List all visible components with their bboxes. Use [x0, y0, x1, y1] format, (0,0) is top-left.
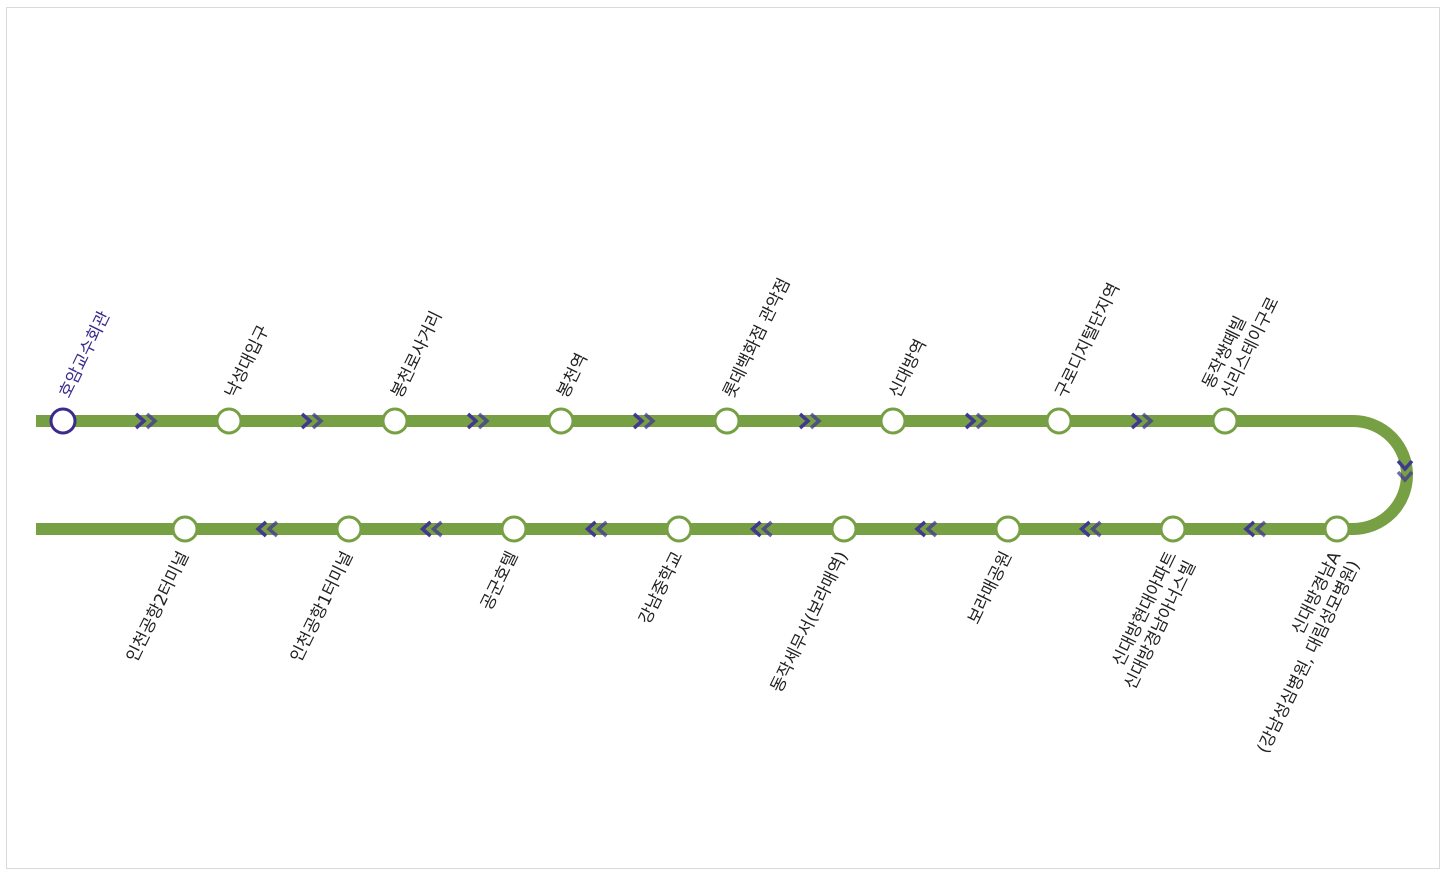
route-line	[36, 415, 1413, 535]
direction-arrow-right-icon	[134, 412, 158, 430]
station-label: 신대방역	[886, 336, 931, 401]
direction-arrow-left-icon	[255, 520, 279, 538]
station-marker[interactable]	[1211, 407, 1239, 435]
station-marker[interactable]	[500, 515, 528, 543]
station-marker[interactable]	[381, 407, 409, 435]
station-marker[interactable]	[1159, 515, 1187, 543]
station-label: 강남중학교	[635, 548, 687, 627]
direction-arrow-left-icon	[749, 520, 773, 538]
station-marker[interactable]	[171, 515, 199, 543]
station-label: 구로디지털단지역	[1052, 280, 1125, 401]
direction-arrow-right-icon	[964, 412, 988, 430]
station-label: 인천공항2터미널	[123, 548, 194, 665]
station-marker[interactable]	[1045, 407, 1073, 435]
station-label: 보라매공원	[964, 548, 1016, 627]
route-track	[36, 415, 1413, 535]
station-marker[interactable]	[547, 407, 575, 435]
direction-arrow-left-icon	[584, 520, 608, 538]
station-label: 동작세무서(보라매역)	[767, 548, 852, 695]
direction-arrow-right-icon	[300, 412, 324, 430]
station-label-line: 봉천역	[554, 350, 593, 401]
direction-arrow-left-icon	[1078, 520, 1102, 538]
direction-arrow-right-icon	[632, 412, 656, 430]
direction-arrow-left-icon	[419, 520, 443, 538]
station-marker[interactable]	[665, 515, 693, 543]
station-label: 공군호텔	[477, 548, 522, 613]
station-label: 롯데백화점 관악점	[720, 275, 795, 401]
direction-arrow-right-icon	[1130, 412, 1154, 430]
direction-arrow-right-icon	[798, 412, 822, 430]
station-labels: 호암교수회관 낙성대입구 봉천로사거리 봉천역 롯데백화점 관악점 신대방역 구로디지털단지…	[56, 275, 1365, 757]
station-marker[interactable]	[830, 515, 858, 543]
station-marker[interactable]	[215, 407, 243, 435]
station-label: 봉천역	[554, 350, 593, 401]
station-label-line: 동작세무서(보라매역)	[767, 548, 852, 695]
station-label: 신대방현대아파트신대방경남아너스빌	[1102, 548, 1201, 692]
station-label: 동작쌍떼빌신리스테이구로	[1199, 285, 1284, 401]
station-label-line: 낙성대입구	[222, 322, 274, 401]
current-station-marker[interactable]	[49, 407, 77, 435]
station-label-line: 호암교수회관	[56, 308, 115, 401]
route-map-frame	[6, 7, 1440, 869]
direction-arrow-left-icon	[1243, 520, 1267, 538]
station-label-line: 인천공항2터미널	[123, 548, 194, 665]
direction-arrow-left-icon	[914, 520, 938, 538]
station-label: 인천공항1터미널	[287, 548, 358, 665]
station-label: 호암교수회관	[56, 308, 115, 401]
station-label-line: 롯데백화점 관악점	[720, 275, 795, 401]
station-label: 신대방경남A(강남성심병원, 대림성모병원)	[1235, 548, 1365, 757]
station-marker[interactable]	[1323, 515, 1351, 543]
station-marker[interactable]	[879, 407, 907, 435]
direction-arrows	[134, 412, 1414, 538]
station-label-line: 구로디지털단지역	[1052, 280, 1125, 401]
station-label: 낙성대입구	[222, 322, 274, 401]
stations	[49, 407, 1351, 543]
station-label-line: 보라매공원	[964, 548, 1016, 627]
station-marker[interactable]	[713, 407, 741, 435]
station-marker[interactable]	[994, 515, 1022, 543]
station-label-line: 봉천로사거리	[388, 308, 447, 401]
station-label-line: 인천공항1터미널	[287, 548, 358, 665]
direction-arrow-down-icon	[1396, 459, 1414, 483]
station-label-line: 공군호텔	[477, 548, 522, 613]
station-marker[interactable]	[335, 515, 363, 543]
station-label: 봉천로사거리	[388, 308, 447, 401]
station-label-line: 강남중학교	[635, 548, 687, 627]
station-label-line: 신대방역	[886, 336, 931, 401]
direction-arrow-right-icon	[466, 412, 490, 430]
